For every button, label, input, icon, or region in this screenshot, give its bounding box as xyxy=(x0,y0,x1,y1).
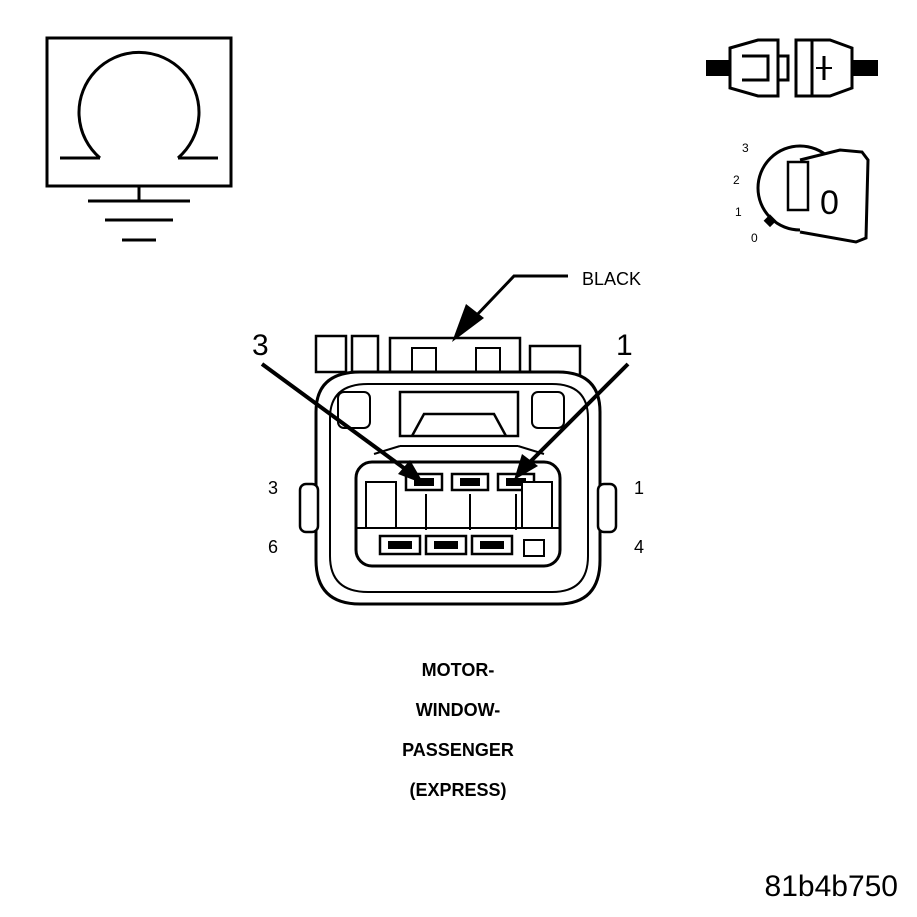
ohmmeter-icon xyxy=(45,36,233,242)
pin-label-6: 6 xyxy=(268,537,278,557)
figure-id: 81b4b750 xyxy=(765,870,898,903)
ignition-key-off-icon: 3 2 1 0 0 xyxy=(733,141,870,245)
disconnected-connector-icon xyxy=(706,38,878,98)
connector-caption: MOTOR- WINDOW- PASSENGER (EXPRESS) xyxy=(402,660,514,800)
connector-color-label: BLACK xyxy=(582,269,641,289)
caption-line-1: MOTOR- xyxy=(422,660,495,680)
ignition-position-3: 3 xyxy=(742,141,749,155)
ignition-key-label: 0 xyxy=(820,184,839,222)
ignition-position-1: 1 xyxy=(735,205,742,219)
callout-pin-1-label: 1 xyxy=(616,329,633,362)
pin-label-3: 3 xyxy=(268,478,278,498)
caption-line-2: WINDOW- xyxy=(416,700,501,720)
caption-line-3: PASSENGER xyxy=(402,740,514,760)
callout-pin-3-label: 3 xyxy=(252,329,269,362)
ignition-position-0: 0 xyxy=(751,231,758,245)
pin-3-callout: 3 xyxy=(252,329,424,484)
ignition-position-2: 2 xyxy=(733,173,740,187)
color-callout: BLACK xyxy=(452,269,641,342)
pin-label-1: 1 xyxy=(634,478,644,498)
connector-face xyxy=(298,334,618,606)
caption-line-4: (EXPRESS) xyxy=(409,780,506,800)
pin-1-callout: 1 xyxy=(514,329,633,480)
pin-label-4: 4 xyxy=(634,537,644,557)
